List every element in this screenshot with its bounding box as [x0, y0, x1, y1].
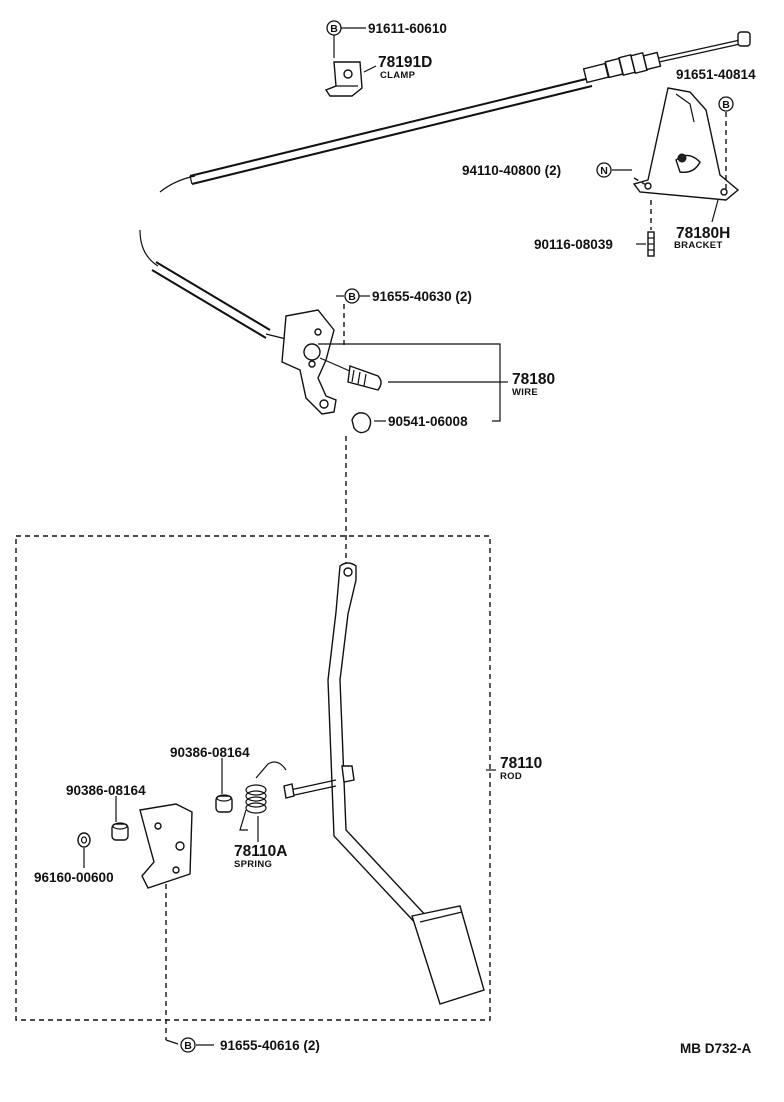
symbol-b-91655-630: B [344, 288, 360, 304]
washer-part [77, 832, 91, 848]
clamp-label-leader [363, 65, 377, 73]
nut-94110-dash [633, 177, 649, 187]
label-78180: 78180 [512, 371, 555, 388]
pedal-assembly-boundary [15, 535, 491, 1021]
label-clamp: CLAMP [380, 70, 416, 81]
svg-text:N: N [600, 165, 608, 177]
clamp-part [324, 61, 363, 97]
label-bracket: BRACKET [674, 240, 723, 251]
symbol-b-91611: B [326, 20, 342, 36]
label-78180h: 78180H [676, 225, 730, 242]
label-91611-60610: 91611-60610 [368, 21, 447, 36]
pedal-support-bracket [139, 803, 193, 889]
cable-lower-end [139, 229, 291, 341]
wire-pin [319, 357, 382, 391]
label-78191d: 78191D [378, 54, 432, 71]
label-91655-40630: 91655-40630 (2) [372, 289, 472, 304]
link-bracket [281, 309, 337, 415]
stud-90116 [647, 231, 655, 257]
label-78110: 78110 [500, 755, 542, 772]
accelerator-cable [159, 31, 751, 193]
label-wire: WIRE [512, 387, 538, 398]
symbol-b-91651: B [718, 96, 734, 112]
svg-text:B: B [184, 1040, 192, 1052]
svg-text:B: B [330, 23, 338, 35]
label-90386-08164-lower: 90386-08164 [66, 783, 146, 798]
svg-text:B: B [348, 291, 356, 303]
spring-part [239, 761, 287, 831]
label-90541-06008: 90541-06008 [388, 414, 468, 429]
label-96160-00600: 96160-00600 [34, 870, 114, 885]
label-rod: ROD [500, 771, 522, 782]
symbol-n-94110: N [596, 162, 612, 178]
pedal-rod [283, 562, 485, 1005]
bushing-upper [215, 794, 233, 813]
bushing-lower [111, 822, 129, 841]
bracket-leader [711, 199, 719, 223]
label-90116-08039: 90116-08039 [534, 237, 613, 252]
grommet-90541 [351, 412, 372, 434]
bracket-part [632, 87, 740, 201]
label-94110-40800: 94110-40800 (2) [462, 163, 561, 178]
bolt-91655-616-tick [165, 1039, 179, 1045]
label-spring: SPRING [234, 859, 272, 870]
label-91655-40616: 91655-40616 (2) [220, 1038, 320, 1053]
label-78110a: 78110A [234, 843, 287, 860]
symbol-b-91655-616: B [180, 1037, 196, 1053]
svg-text:B: B [722, 99, 730, 111]
diagram-id: MB D732-A [680, 1041, 752, 1056]
label-91651-40814: 91651-40814 [676, 67, 756, 82]
label-90386-08164-upper: 90386-08164 [170, 745, 250, 760]
